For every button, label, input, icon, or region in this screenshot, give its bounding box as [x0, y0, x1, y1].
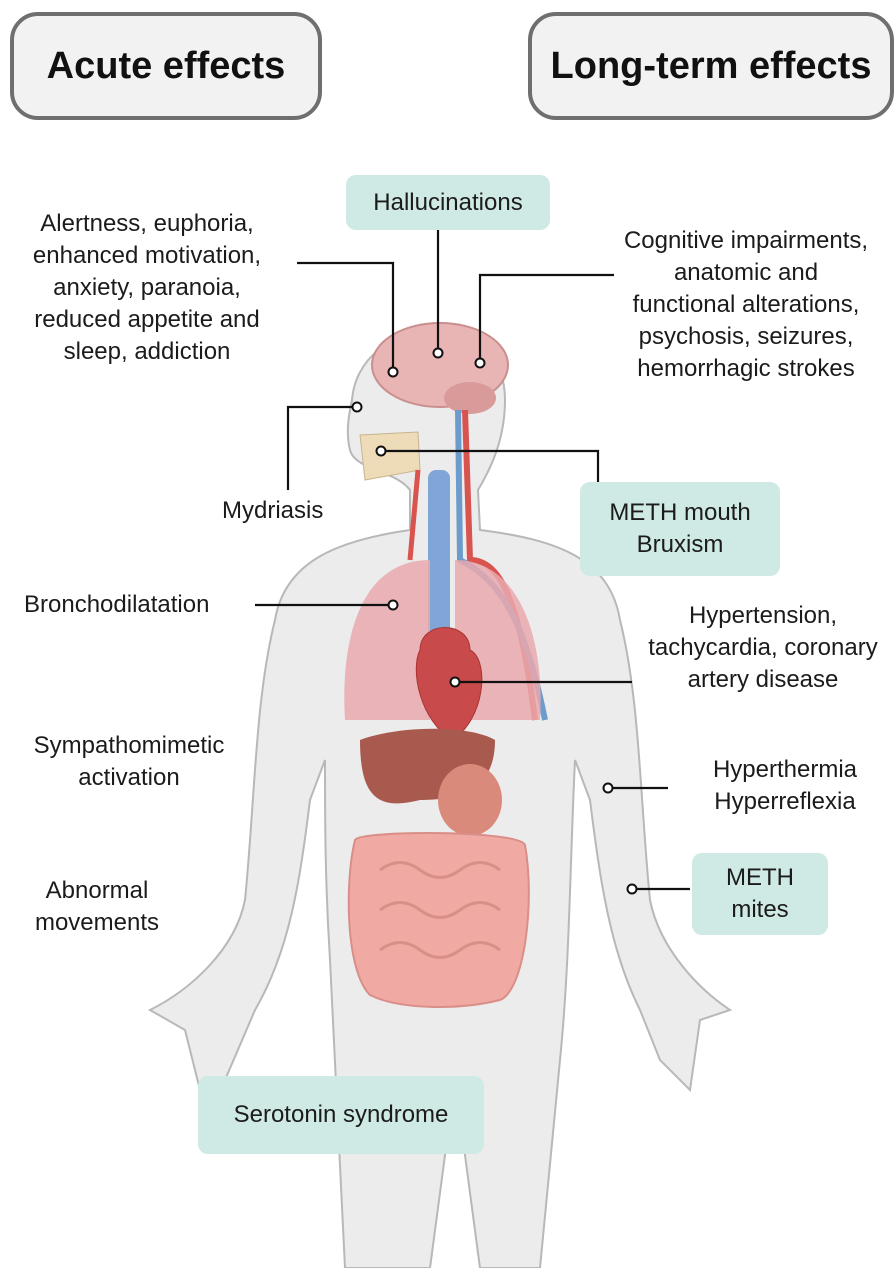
intestines	[349, 833, 529, 1007]
alertness-line-4: reduced appetite and	[6, 304, 288, 336]
abnormal-movements-line-1: Abnormal	[16, 875, 178, 907]
serotonin-syndrome-box: Serotonin syndrome	[198, 1076, 484, 1154]
mydriasis-label: Mydriasis	[222, 495, 323, 527]
alertness-line-5: sleep, addiction	[6, 336, 288, 368]
alertness-line-3: anxiety, paranoia,	[6, 272, 288, 304]
stomach	[438, 764, 502, 836]
cognitive-label: Cognitive impairments, anatomic and func…	[600, 225, 892, 385]
meth-mites-line-1: METH	[726, 862, 794, 894]
cognitive-line-3: functional alterations,	[600, 289, 892, 321]
cognitive-line-1: Cognitive impairments,	[600, 225, 892, 257]
hyperthermia-line-2: Hyperreflexia	[680, 786, 890, 818]
sympathomimetic-line-2: activation	[14, 762, 244, 794]
bronchodilatation-label: Bronchodilatation	[24, 589, 209, 621]
meth-mites-box: METH mites	[692, 853, 828, 935]
meth-mouth-line-1: METH mouth	[609, 497, 750, 529]
meth-mites-line-2: mites	[731, 894, 788, 926]
hypertension-line-3: artery disease	[632, 664, 894, 696]
hallucinations-label: Hallucinations	[373, 187, 522, 219]
hypertension-line-2: tachycardia, coronary	[632, 632, 894, 664]
hypertension-line-1: Hypertension,	[632, 600, 894, 632]
hyperthermia-line-1: Hyperthermia	[680, 754, 890, 786]
alertness-line-2: enhanced motivation,	[6, 240, 288, 272]
serotonin-syndrome-label: Serotonin syndrome	[234, 1099, 449, 1131]
sympathomimetic-line-1: Sympathomimetic	[14, 730, 244, 762]
abnormal-movements-label: Abnormal movements	[16, 875, 178, 939]
abnormal-movements-line-2: movements	[16, 907, 178, 939]
cognitive-line-5: hemorrhagic strokes	[600, 353, 892, 385]
acute-alertness-label: Alertness, euphoria, enhanced motivation…	[6, 208, 288, 368]
hypertension-label: Hypertension, tachycardia, coronary arte…	[632, 600, 894, 696]
hyperthermia-label: Hyperthermia Hyperreflexia	[680, 754, 890, 818]
alertness-line-1: Alertness, euphoria,	[6, 208, 288, 240]
cognitive-line-4: psychosis, seizures,	[600, 321, 892, 353]
sympathomimetic-label: Sympathomimetic activation	[14, 730, 244, 794]
meth-mouth-line-2: Bruxism	[637, 529, 724, 561]
meth-mouth-box: METH mouth Bruxism	[580, 482, 780, 576]
hallucinations-box: Hallucinations	[346, 175, 550, 230]
cognitive-line-2: anatomic and	[600, 257, 892, 289]
cerebellum	[444, 382, 496, 414]
trachea	[428, 470, 450, 640]
